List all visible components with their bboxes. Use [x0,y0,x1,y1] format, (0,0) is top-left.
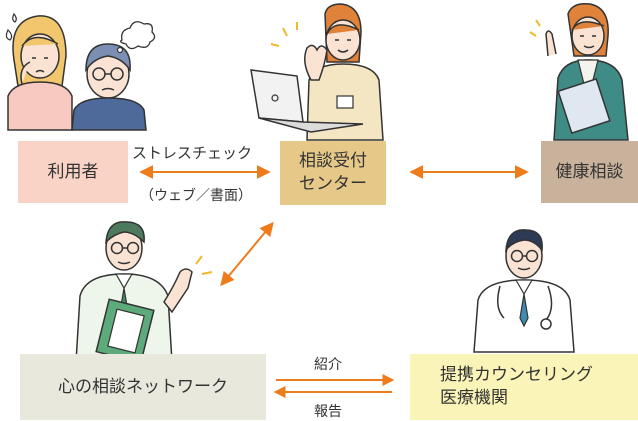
receptionist-illustration [250,3,384,141]
report-label: 報告 [314,404,342,420]
user-label: 利用者 [47,161,99,182]
partner-clinic-box: 提携カウンセリング 医療機関 [410,354,638,420]
partner-label-line1: 提携カウンセリング [440,365,593,386]
method-label: （ウェブ／書面） [140,188,252,204]
center-label-line2: センター [299,174,367,194]
user-box: 利用者 [18,141,128,203]
counselor-illustration [75,221,213,364]
health-advisor-illustration [529,2,629,141]
mental-health-network-box: 心の相談ネットワーク [20,354,266,420]
health-consultation-box: 健康相談 [541,141,638,203]
center-label-line1: 相談受付 [299,151,367,172]
referral-label: 紹介 [314,357,342,373]
partner-label-line2: 医療機関 [440,388,508,408]
worried-couple-illustration [5,12,156,131]
health-label: 健康相談 [555,161,624,182]
doctor-illustration [473,229,575,353]
stress-check-label: ストレスチェック [132,144,253,162]
network-label: 心の相談ネットワーク [58,376,228,397]
arrow-center-network [220,221,274,287]
consultation-center-box: 相談受付 センター [280,141,386,205]
